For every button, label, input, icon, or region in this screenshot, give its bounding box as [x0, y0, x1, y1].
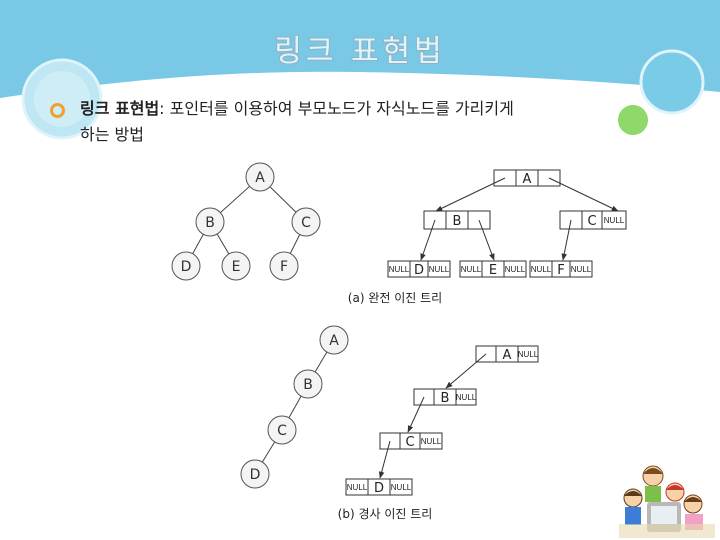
decor-circle-green	[616, 103, 650, 137]
link-node-labels-b: A B C D	[374, 348, 512, 496]
link-node-b-D: D	[374, 481, 384, 496]
svg-text:A: A	[329, 333, 339, 349]
skew-node-C: C	[267, 415, 297, 445]
svg-text:NULL: NULL	[461, 265, 482, 274]
link-node-C: C	[587, 214, 596, 229]
tree-node-A: A	[245, 162, 275, 192]
link-node-b-A: A	[503, 348, 512, 363]
tree-node-C: C	[291, 207, 321, 237]
link-node-F: F	[557, 263, 564, 278]
svg-text:NULL: NULL	[391, 483, 412, 492]
skew-node-A: A	[319, 325, 349, 355]
svg-text:NULL: NULL	[429, 265, 450, 274]
link-node-B: B	[453, 214, 462, 229]
svg-text:B: B	[303, 377, 313, 393]
skew-node-B: B	[293, 369, 323, 399]
bullet-term: 링크 표현법	[80, 99, 160, 118]
skewed-tree	[254, 339, 335, 475]
svg-text:NULL: NULL	[531, 265, 552, 274]
svg-text:NULL: NULL	[604, 216, 625, 225]
svg-text:C: C	[277, 423, 287, 439]
tree-node-B: B	[195, 207, 225, 237]
link-node-b-B: B	[441, 391, 450, 406]
svg-text:NULL: NULL	[571, 265, 592, 274]
tree-node-D: D	[171, 251, 201, 281]
link-node-labels-a: A B C D E F	[414, 172, 597, 278]
caption-b: (b) 경사 이진 트리	[338, 507, 433, 521]
slide-title: 링크 표현법	[274, 34, 446, 69]
svg-text:D: D	[181, 259, 192, 275]
svg-text:D: D	[250, 467, 261, 483]
svg-text:A: A	[255, 170, 265, 186]
svg-text:NULL: NULL	[389, 265, 410, 274]
null-labels-b: NULL NULL NULL NULL NULL	[347, 350, 539, 492]
null-labels-a: NULL NULL NULL NULL NULL NULL NULL	[389, 216, 625, 274]
bullet-text: 링크 표현법: 포인터를 이용하여 부모노드가 자식노드를 가리키게 하는 방법	[80, 96, 680, 148]
svg-text:NULL: NULL	[518, 350, 539, 359]
link-node-E: E	[489, 263, 497, 278]
svg-text:NULL: NULL	[505, 265, 526, 274]
linked-representation-a	[387, 169, 627, 278]
kids-clipart	[619, 465, 715, 538]
bullet-line-1-rest: : 포인터를 이용하여 부모노드가 자식노드를 가리키게	[159, 99, 514, 118]
link-node-b-C: C	[405, 435, 414, 450]
skew-node-D: D	[240, 459, 270, 489]
svg-text:E: E	[232, 259, 241, 275]
bullet-line-2: 하는 방법	[80, 125, 144, 144]
svg-text:NULL: NULL	[347, 483, 368, 492]
svg-text:NULL: NULL	[421, 437, 442, 446]
svg-text:B: B	[205, 215, 215, 231]
linked-representation-b	[345, 345, 539, 496]
tree-node-F: F	[269, 251, 299, 281]
link-node-D: D	[414, 263, 424, 278]
svg-text:NULL: NULL	[456, 393, 477, 402]
bullet-ring-icon	[50, 103, 65, 118]
caption-a: (a) 완전 이진 트리	[348, 291, 442, 305]
header-band	[0, 0, 720, 140]
link-node-A: A	[523, 172, 532, 187]
svg-text:F: F	[280, 259, 288, 275]
bullet-line-1: 링크 표현법: 포인터를 이용하여 부모노드가 자식노드를 가리키게	[80, 96, 680, 122]
svg-text:C: C	[301, 215, 311, 231]
decor-circle-right	[639, 49, 705, 115]
tree-node-E: E	[221, 251, 251, 281]
